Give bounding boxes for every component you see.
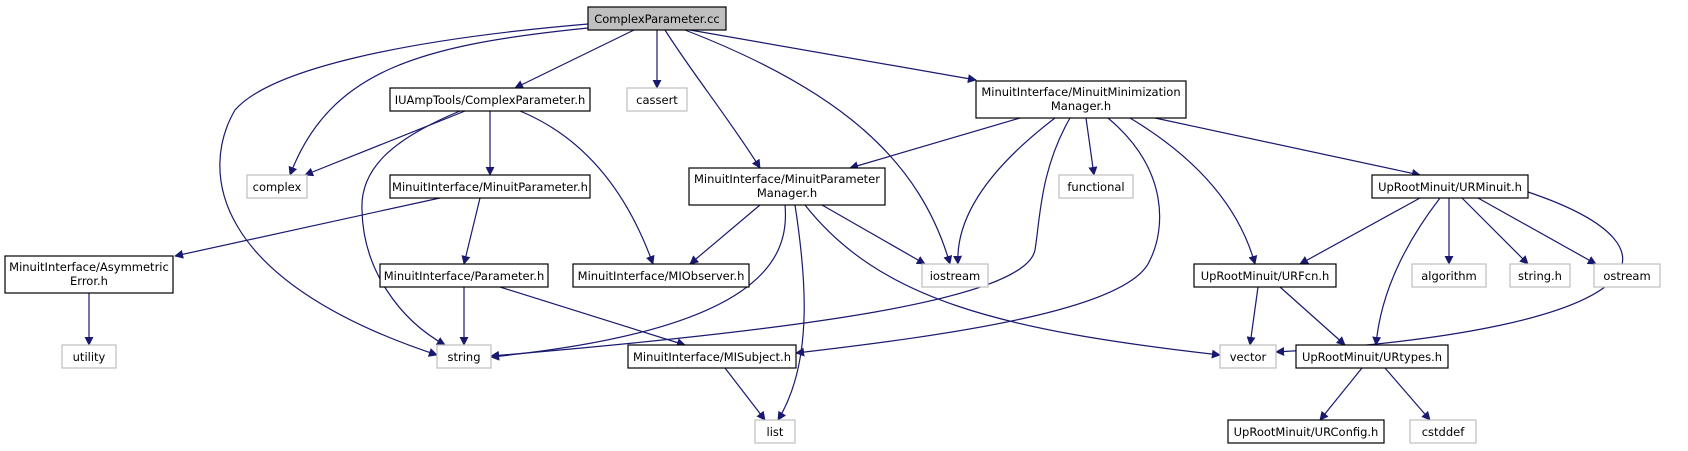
edge-root-iostream xyxy=(684,29,953,265)
node-label: MinuitInterface/MISubject.h xyxy=(633,350,791,364)
edge-urminuit-stringh xyxy=(1461,197,1529,265)
node-ostream[interactable]: ostream xyxy=(1593,263,1661,288)
edge-urtypes-urconfig xyxy=(1319,367,1363,421)
edge-urfcn-urtypes xyxy=(1279,286,1346,346)
node-label: Error.h xyxy=(70,274,108,288)
edge-mpm-iostream xyxy=(821,204,926,265)
node-label: IUAmpTools/ComplexParameter.h xyxy=(395,93,586,107)
node-label: ComplexParameter.cc xyxy=(594,12,720,26)
node-label: MinuitInterface/Parameter.h xyxy=(384,269,544,283)
node-label: MinuitInterface/MIObserver.h xyxy=(578,269,745,283)
node-utility[interactable]: utility xyxy=(61,344,117,369)
node-label: algorithm xyxy=(1421,269,1477,283)
node-urconfig-h[interactable]: UpRootMinuit/URConfig.h xyxy=(1227,419,1385,444)
edge-root-complex xyxy=(288,27,589,176)
node-label: string.h xyxy=(1518,269,1562,283)
edge-mmm-iostream xyxy=(953,117,1056,265)
edge-root-mpm xyxy=(664,29,761,169)
node-label: list xyxy=(767,425,784,439)
node-label: MinuitInterface/MinuitParameter xyxy=(694,172,880,186)
edge-urminuit-urtypes xyxy=(1372,197,1441,346)
node-minuitparameter-h[interactable]: MinuitInterface/MinuitParameter.h xyxy=(389,174,591,199)
node-cstddef[interactable]: cstddef xyxy=(1409,419,1477,444)
node-list[interactable]: list xyxy=(754,419,796,444)
edge-mpar-asym xyxy=(174,197,441,259)
edge-urminuit-ostream xyxy=(1477,197,1597,265)
node-label: MinuitInterface/MinuitMinimization xyxy=(981,85,1180,99)
node-label: cassert xyxy=(636,93,678,107)
edge-urminuit-urfcn xyxy=(1299,197,1421,265)
edge-mmm-functional xyxy=(1085,117,1098,176)
node-urminuit-h[interactable]: UpRootMinuit/URMinuit.h xyxy=(1371,174,1529,199)
edge-root-mmm xyxy=(689,29,977,84)
node-misubject-h[interactable]: MinuitInterface/MISubject.h xyxy=(627,344,797,369)
node-label: UpRootMinuit/URFcn.h xyxy=(1201,269,1330,283)
node-label: ostream xyxy=(1603,269,1650,283)
node-label: Manager.h xyxy=(757,186,817,200)
edge-root-iuamp xyxy=(514,29,635,89)
edge-mmm-string xyxy=(490,117,1071,360)
node-miobserver-h[interactable]: MinuitInterface/MIObserver.h xyxy=(572,263,750,288)
edge-mpar-param xyxy=(461,197,481,265)
node-minuitparametermanager-h[interactable]: MinuitInterface/MinuitParameter Manager.… xyxy=(688,167,886,206)
node-urtypes-h[interactable]: UpRootMinuit/URtypes.h xyxy=(1295,344,1449,369)
node-cassert[interactable]: cassert xyxy=(626,87,688,112)
node-label: MinuitInterface/Asymmetric xyxy=(9,260,169,274)
edge-mpm-vector xyxy=(804,204,1221,359)
node-algorithm[interactable]: algorithm xyxy=(1411,263,1487,288)
node-label: utility xyxy=(73,350,106,364)
edges xyxy=(84,23,1624,421)
node-label: UpRootMinuit/URMinuit.h xyxy=(1378,180,1522,194)
node-iuamptools-complexparameter-h[interactable]: IUAmpTools/ComplexParameter.h xyxy=(389,87,591,112)
node-label: iostream xyxy=(930,269,981,283)
node-label: cstddef xyxy=(1422,425,1465,439)
node-vector[interactable]: vector xyxy=(1219,344,1277,369)
node-label: MinuitInterface/MinuitParameter.h xyxy=(392,180,588,194)
node-label: UpRootMinuit/URConfig.h xyxy=(1234,425,1379,439)
node-string[interactable]: string xyxy=(436,344,492,369)
node-label: vector xyxy=(1230,350,1267,364)
edge-param-misub xyxy=(499,286,686,347)
edge-urfcn-vector xyxy=(1246,286,1259,346)
edge-mmm-urfcn xyxy=(1129,117,1258,265)
node-label: complex xyxy=(253,180,302,194)
edge-mmm-mpm xyxy=(849,117,1021,171)
node-label: string xyxy=(447,350,480,364)
node-iostream[interactable]: iostream xyxy=(921,263,989,288)
node-label: functional xyxy=(1067,180,1124,194)
node-minuitminimizationmanager-h[interactable]: MinuitInterface/MinuitMinimization Manag… xyxy=(975,80,1187,119)
node-parameter-h[interactable]: MinuitInterface/Parameter.h xyxy=(379,263,549,288)
node-complex[interactable]: complex xyxy=(246,174,308,199)
edge-mpm-string xyxy=(490,204,787,361)
edge-iuamp-string xyxy=(361,110,461,346)
node-label: UpRootMinuit/URtypes.h xyxy=(1302,350,1442,364)
node-string-h[interactable]: string.h xyxy=(1509,263,1571,288)
edge-mmm-misub xyxy=(795,117,1161,357)
edge-misub-list xyxy=(724,367,766,421)
node-complexparameter-cc[interactable]: ComplexParameter.cc xyxy=(587,6,727,31)
edge-root-string xyxy=(219,23,589,357)
edge-iuamp-complex xyxy=(304,110,466,177)
edge-mmm-urminuit xyxy=(1154,117,1421,178)
edge-mpm-list xyxy=(777,204,805,421)
node-asymmetricerror-h[interactable]: MinuitInterface/Asymmetric Error.h xyxy=(4,255,174,294)
edge-mpm-mio xyxy=(689,204,761,265)
node-label: Manager.h xyxy=(1051,99,1111,113)
node-functional[interactable]: functional xyxy=(1058,174,1134,199)
edge-urtypes-cstddef xyxy=(1384,367,1431,421)
node-urfcn-h[interactable]: UpRootMinuit/URFcn.h xyxy=(1193,263,1337,288)
edge-iuamp-mio xyxy=(519,110,655,265)
